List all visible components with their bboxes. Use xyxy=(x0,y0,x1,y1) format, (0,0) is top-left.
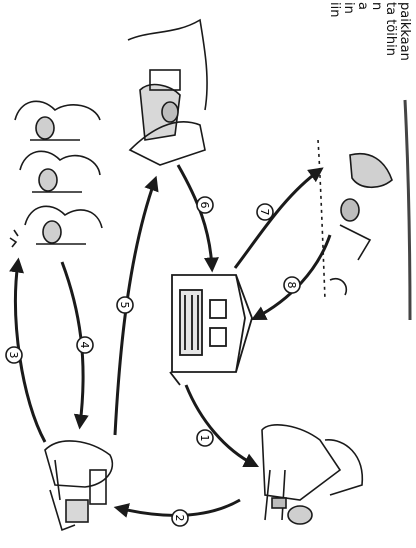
caption-line-4: a xyxy=(355,2,370,10)
step-number-8: 8 xyxy=(285,282,298,289)
arrow-6 xyxy=(178,165,212,268)
step-number-1: 1 xyxy=(198,435,211,442)
step-number-5: 5 xyxy=(118,302,131,309)
caption-line-3: n xyxy=(369,2,384,10)
step-number-4: 4 xyxy=(78,342,91,349)
caption-line-2: ta töihin xyxy=(383,2,398,56)
step-badge-4: 4 xyxy=(77,337,93,353)
caption-fragments: paikkaan ta töihin n a in iin xyxy=(300,0,416,100)
step-badge-5: 5 xyxy=(117,297,133,313)
step-number-2: 2 xyxy=(173,515,186,522)
house-illustration xyxy=(170,275,252,385)
shop-counter-illustration xyxy=(45,441,112,530)
step-badge-2: 2 xyxy=(172,510,188,526)
step-badge-6: 6 xyxy=(197,197,213,213)
caption-line-5: in xyxy=(341,2,356,14)
step-badge-7: 7 xyxy=(257,204,273,220)
caption-line-6: iin xyxy=(327,2,342,17)
beach-person-illustration xyxy=(318,100,410,320)
step-number-6: 6 xyxy=(198,202,211,209)
caption-line-1: paikkaan xyxy=(397,2,412,61)
step-badge-8: 8 xyxy=(284,277,300,293)
step-number-7: 7 xyxy=(258,209,271,216)
school-children-illustration xyxy=(262,425,362,524)
arrow-7 xyxy=(235,170,320,268)
arrow-1 xyxy=(186,385,255,465)
office-people-illustration xyxy=(10,101,102,247)
step-badge-3: 3 xyxy=(6,347,22,363)
building-corridor-illustration xyxy=(128,20,207,165)
step-badge-1: 1 xyxy=(197,430,213,446)
step-number-3: 3 xyxy=(7,352,20,359)
